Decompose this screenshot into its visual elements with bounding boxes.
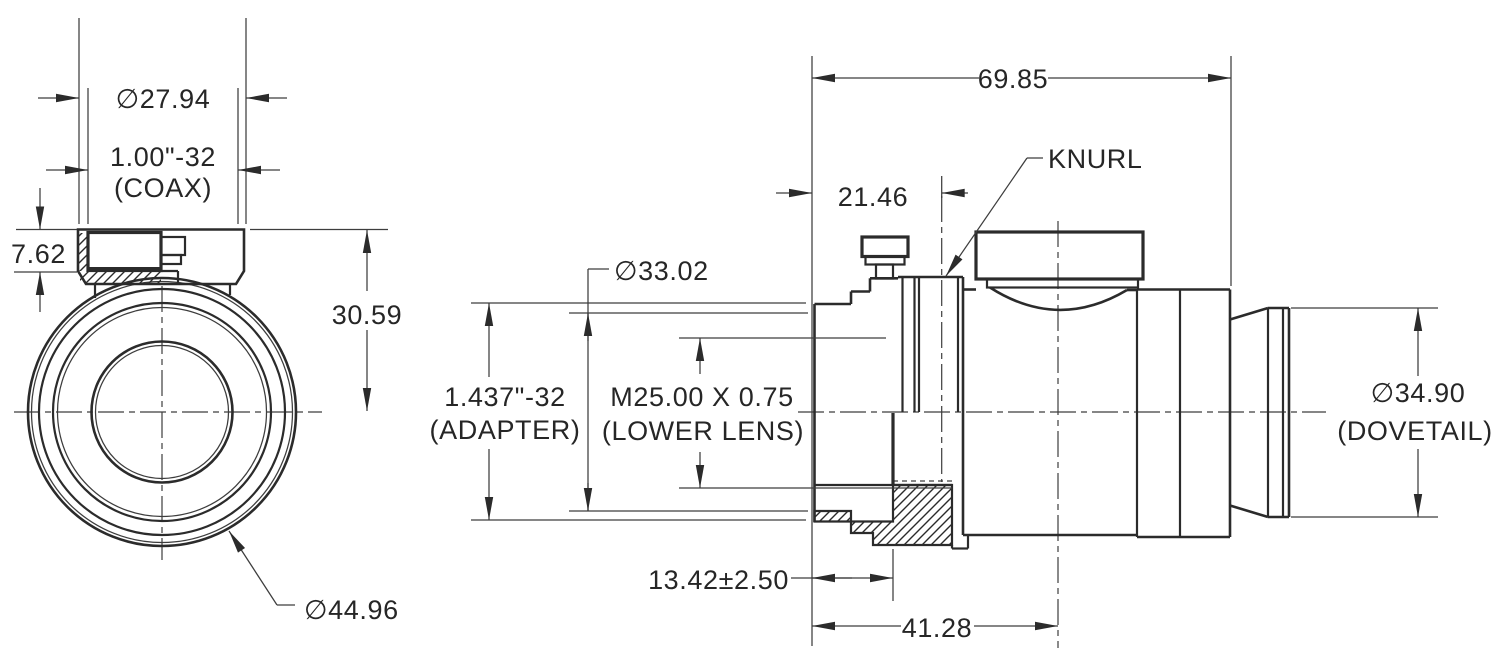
- dim-label-housing-height: 7.62: [11, 239, 66, 269]
- dim-overall-length: 69.85: [811, 56, 1232, 646]
- dim-lower-lens-thread: M25.00 X 0.75 (LOWER LENS): [602, 337, 952, 489]
- dovetail-profile: [1229, 306, 1291, 519]
- dim-dovetail-diameter: ∅34.90 (DOVETAIL): [1291, 307, 1493, 518]
- dim-label-overall-length: 69.85: [978, 64, 1049, 94]
- dim-label-outer-diameter: ∅44.96: [304, 595, 399, 625]
- dim-label-center-height: 30.59: [332, 300, 403, 330]
- knurl-callout: KNURL: [945, 144, 1143, 277]
- dim-relief-diameter: ∅33.02: [569, 256, 808, 512]
- dim-label-dovetail-note: (DOVETAIL): [1337, 416, 1493, 446]
- dim-label-coax-diameter: ∅27.94: [116, 84, 211, 114]
- coax-housing-front: [76, 228, 246, 298]
- dim-thread-depth: 13.42±2.50: [648, 549, 894, 601]
- thumbscrew: [860, 235, 910, 280]
- side-view: 69.85 21.46 KNURL ∅33.02: [430, 56, 1493, 648]
- dim-label-knurl: KNURL: [1048, 144, 1143, 174]
- dim-housing-height: 7.62: [11, 188, 77, 312]
- dim-front-length: 21.46: [776, 176, 968, 212]
- dim-label-adapter-thread-note: (ADAPTER): [430, 415, 581, 445]
- coax-housing-side: [974, 230, 1145, 312]
- dim-label-adapter-thread: 1.437"-32: [444, 382, 566, 412]
- front-view: ∅27.94 1.00"-32 (COAX) 7.62 30.59: [11, 18, 402, 625]
- dim-label-thread-depth: 13.42±2.50: [648, 565, 789, 595]
- dim-center-height: 30.59: [250, 228, 403, 411]
- dim-label-dovetail-diameter: ∅34.90: [1371, 378, 1466, 408]
- dim-outer-diameter: ∅44.96: [228, 530, 399, 625]
- dim-label-coax-thread-note: (COAX): [114, 173, 212, 203]
- dim-adapter-thread: 1.437"-32 (ADAPTER): [430, 302, 806, 521]
- dim-label-body-length: 41.28: [902, 613, 973, 643]
- dim-label-lower-lens-note: (LOWER LENS): [602, 416, 804, 446]
- dim-label-coax-thread: 1.00"-32: [110, 142, 216, 172]
- dim-label-relief-diameter: ∅33.02: [614, 256, 709, 286]
- dim-label-front-length: 21.46: [838, 182, 909, 212]
- lens-body-profile: [813, 230, 1291, 550]
- lens-barrel-circles: [26, 276, 298, 548]
- dim-coax-thread: 1.00"-32 (COAX): [46, 88, 280, 224]
- dim-label-lower-lens-thread: M25.00 X 0.75: [610, 382, 793, 412]
- dim-body-length: 41.28: [812, 613, 1058, 643]
- dim-coax-diameter: ∅27.94: [38, 18, 287, 224]
